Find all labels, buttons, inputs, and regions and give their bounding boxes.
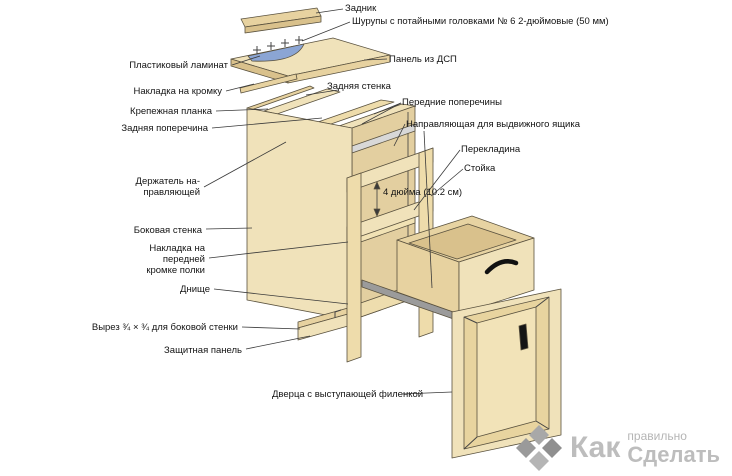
label-back-wall: Задняя стенка xyxy=(327,81,391,92)
label-rear-crossbar: Задняя поперечина xyxy=(121,123,208,134)
cabinet-door xyxy=(451,288,562,459)
label-drawer-slide: Направляющая для выдвижного ящика xyxy=(406,119,581,130)
watermark-word-sdelat: Сделать xyxy=(627,442,720,467)
label-guide-holder: Держатель на- правляющей xyxy=(135,176,200,199)
door-raised-panel xyxy=(476,306,537,438)
label-plastic-laminate: Пластиковый ламинат xyxy=(129,60,228,71)
drawer-handle xyxy=(484,259,519,275)
label-crossbar: Перекладина xyxy=(461,144,521,155)
label-chipboard-panel: Панель из ДСП xyxy=(389,54,457,65)
label-stile: Стойка xyxy=(464,163,496,174)
watermark-word-pravilno: правильно xyxy=(627,429,687,443)
drawer-front-panel xyxy=(458,237,535,315)
back-splash-strip-edge xyxy=(244,15,322,34)
plastic-laminate-sheet xyxy=(247,43,305,62)
watermark-word-kak: Как xyxy=(570,431,621,464)
door-bevel-corners xyxy=(463,296,550,450)
edge-trim-strip xyxy=(239,73,298,94)
drawer-box xyxy=(396,215,535,315)
label-dimension-4in: 4 дюйма (10.2 см) xyxy=(383,187,463,198)
label-screws: Шурупы с потайными головками № 6 2-дюймо… xyxy=(352,16,609,27)
watermark: Как правильно Сделать xyxy=(515,424,720,472)
door-handle xyxy=(518,323,529,351)
label-door: Дверца с выступающей филенкой xyxy=(272,389,424,400)
drawer-interior-bottom xyxy=(408,223,517,260)
side-wall-panel xyxy=(246,107,353,321)
watermark-diamond-logo xyxy=(516,425,562,471)
corner-notch-cutout xyxy=(334,309,342,318)
cabinet-carcass xyxy=(246,85,416,321)
label-shelf-edge-trim: Накладка на передней кромке полки xyxy=(146,243,205,277)
label-mounting-strip: Крепежная планка xyxy=(130,106,212,117)
label-back-splash: Задник xyxy=(345,3,377,14)
label-edge-trim: Накладка на кромку xyxy=(133,86,222,97)
leader-lines xyxy=(203,8,464,395)
frame-left-stile xyxy=(346,172,362,363)
label-side-wall: Боковая стенка xyxy=(133,225,202,236)
label-bottom-panel: Днище xyxy=(180,284,210,295)
label-protective-panel: Защитная панель xyxy=(164,345,242,356)
dimension-arrow xyxy=(373,181,381,217)
label-front-crossbars: Передние поперечины xyxy=(402,97,502,108)
label-cutout: Вырез ¾ × ¾ для боковой стенки xyxy=(91,322,238,333)
countersunk-screws xyxy=(253,36,303,54)
countertop-assembly xyxy=(230,7,391,94)
